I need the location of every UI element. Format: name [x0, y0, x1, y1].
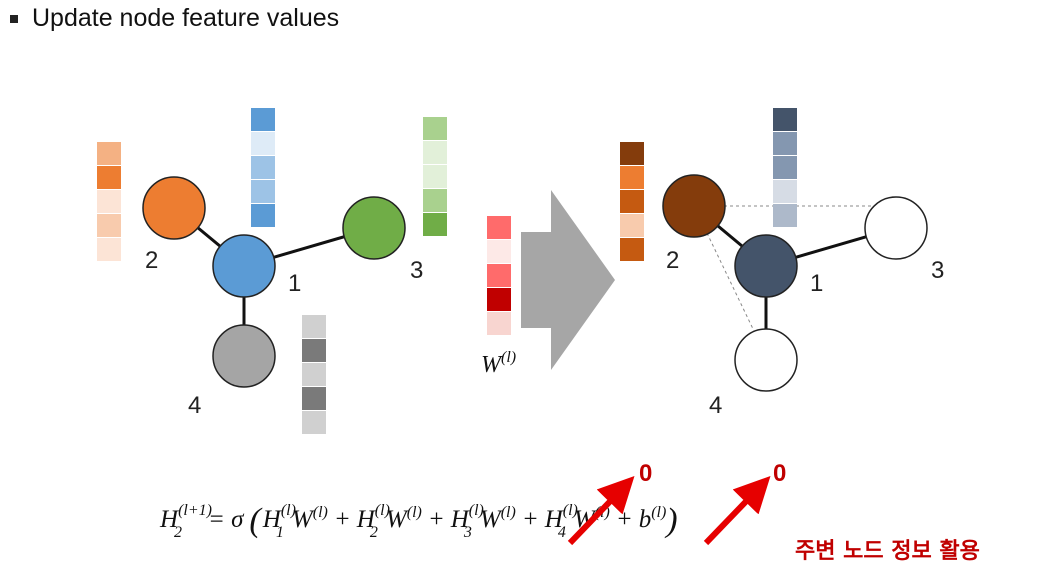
heading-text: Update node feature values: [32, 4, 340, 32]
feature-cell: [302, 363, 326, 386]
right-label-1: 1: [810, 270, 823, 297]
right-label-2: 2: [666, 247, 679, 274]
neighbor-info-note: 주변 노드 정보 활용: [795, 539, 980, 564]
right-node-1: [734, 234, 798, 298]
left-label-2: 2: [145, 247, 158, 274]
feature-cell: [620, 142, 644, 165]
feature-cell: [773, 204, 797, 227]
left-node-2: [142, 176, 206, 240]
left-node-3: [342, 196, 406, 260]
feature-cell: [97, 238, 121, 261]
feature-cell: [487, 264, 511, 287]
feature-cell: [423, 189, 447, 212]
bullet-heading: Update node feature values: [10, 4, 339, 33]
feature-cell: [97, 166, 121, 189]
feature-cell: [620, 214, 644, 237]
feature-cell: [487, 312, 511, 335]
feature-cell: [773, 156, 797, 179]
feature-cell: [423, 117, 447, 140]
feature-cell: [773, 132, 797, 155]
right-label-4: 4: [709, 392, 722, 419]
feature-cell: [423, 213, 447, 236]
feature-cell: [620, 166, 644, 189]
feature-cell: [620, 190, 644, 213]
weight-vector: [487, 216, 511, 335]
feature-cell: [251, 132, 275, 155]
feature-cell: [302, 339, 326, 362]
feature-cell: [302, 411, 326, 434]
right-node-1-feature-vector: [773, 108, 797, 227]
left-node-3-feature-vector: [423, 117, 447, 236]
right-node-2: [662, 174, 726, 238]
big-arrow-icon: [521, 190, 615, 370]
feature-cell: [97, 214, 121, 237]
feature-cell: [773, 180, 797, 203]
zero-annotation-1: 0: [639, 460, 652, 487]
left-node-4: [212, 324, 276, 388]
feature-cell: [773, 108, 797, 131]
left-graph: 2 1 3 4: [97, 108, 447, 434]
red-arrow-term3: [567, 476, 635, 546]
red-arrow-term4: [703, 476, 771, 546]
left-node-1-feature-vector: [251, 108, 275, 227]
right-node-2-feature-vector: [620, 142, 644, 261]
left-node-4-feature-vector: [302, 315, 326, 434]
feature-cell: [423, 165, 447, 188]
feature-cell: [251, 204, 275, 227]
left-label-3: 3: [410, 257, 423, 284]
feature-cell: [487, 288, 511, 311]
right-node-4: [734, 328, 798, 392]
feature-cell: [302, 315, 326, 338]
right-label-3: 3: [931, 257, 944, 284]
feature-cell: [251, 108, 275, 131]
feature-cell: [251, 156, 275, 179]
weight-label: W(l): [481, 349, 516, 378]
bullet-marker: [10, 14, 18, 23]
feature-cell: [487, 240, 511, 263]
left-node-2-feature-vector: [97, 142, 121, 261]
feature-cell: [620, 238, 644, 261]
left-node-1: [212, 234, 276, 298]
feature-cell: [251, 180, 275, 203]
feature-cell: [423, 141, 447, 164]
feature-cell: [97, 142, 121, 165]
left-label-4: 4: [188, 392, 201, 419]
feature-cell: [487, 216, 511, 239]
left-label-1: 1: [288, 270, 301, 297]
feature-cell: [97, 190, 121, 213]
right-graph: 2 1 3 4: [620, 108, 944, 419]
zero-annotation-2: 0: [773, 460, 786, 487]
feature-cell: [302, 387, 326, 410]
transform-section: W(l): [481, 190, 615, 378]
right-node-3: [864, 196, 928, 260]
